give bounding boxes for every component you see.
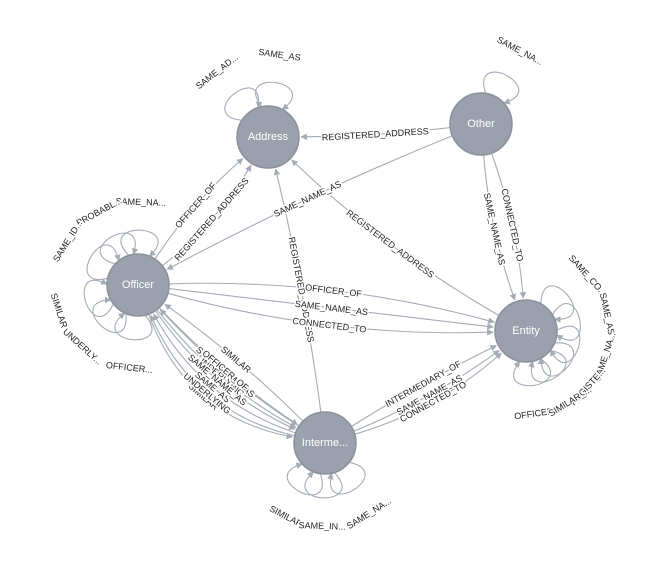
self-loop-entity-same-as[interactable] bbox=[551, 303, 581, 342]
edge-intermediary-officer-similar[interactable] bbox=[164, 303, 304, 422]
edge-label-officer-entity-connected-to: CONNECTED_TO bbox=[292, 316, 367, 335]
node-officer-circle[interactable] bbox=[106, 253, 170, 317]
edge-intermediary-officer-underlying[interactable] bbox=[150, 314, 295, 437]
node-officer-label: Officer bbox=[122, 279, 155, 291]
nodes-layer: Address OtherOfficerEntityInterme... bbox=[106, 92, 558, 475]
self-loop-officer-probabl[interactable] bbox=[99, 232, 139, 265]
node-other[interactable]: Other bbox=[449, 92, 513, 156]
node-entity-label: Entity bbox=[512, 325, 540, 337]
edge-officer-intermediary-underlying[interactable] bbox=[156, 309, 297, 428]
self-loop-entity-officer[interactable] bbox=[513, 358, 551, 387]
edge-intermediary-officer-same-as[interactable] bbox=[153, 313, 296, 434]
self-loop-officer-officer[interactable] bbox=[114, 312, 153, 341]
edge-entity-address-registered-address[interactable] bbox=[291, 159, 500, 317]
edge-officer-address-officer-of[interactable] bbox=[154, 158, 244, 260]
self-loop-label-entity-similar: SIMILAR_... bbox=[547, 384, 593, 418]
edge-other-address-registered-address[interactable] bbox=[300, 127, 451, 141]
self-loop-label-entity-same-co: SAME_CO... bbox=[567, 253, 609, 298]
edge-officer-address-registered-address[interactable] bbox=[161, 164, 252, 267]
edge-label-other-address-registered-address: REGISTERED_ADDRESS bbox=[322, 126, 429, 143]
edge-other-officer-same-name-as[interactable] bbox=[166, 135, 453, 270]
self-loop-label-intermediary-same-na: SAME_NA... bbox=[345, 496, 393, 531]
self-loop-label-intermediary-same-in: SAME_IN... bbox=[298, 520, 345, 532]
self-loop-entity-registe[interactable] bbox=[537, 342, 575, 377]
edge-intermediary-entity-same-name-as[interactable] bbox=[353, 349, 500, 432]
node-intermediary[interactable]: Interme... bbox=[293, 411, 357, 475]
edge-intermediary-address-registered-address[interactable] bbox=[273, 168, 322, 413]
node-entity-circle[interactable] bbox=[494, 299, 558, 363]
self-loop-label-address-same-as: SAME_AS bbox=[258, 47, 302, 63]
self-loop-entity-same-co[interactable] bbox=[540, 285, 575, 323]
self-loop-label-officer-officer: OFFICER... bbox=[105, 360, 153, 375]
self-loop-intermediary-same-na[interactable] bbox=[327, 461, 366, 495]
self-loop-officer-underly[interactable] bbox=[92, 296, 127, 334]
self-loop-label-officer-similar: SIMILAR bbox=[49, 292, 70, 330]
edge-other-entity-connected-to[interactable] bbox=[490, 153, 527, 299]
edge-intermediary-officer-same-name-as[interactable] bbox=[159, 308, 300, 427]
self-loop-address-same-as[interactable] bbox=[255, 81, 293, 110]
edge-label-officer-entity-officer-of: OFFICER_OF bbox=[305, 282, 363, 299]
self-loop-entity-similar[interactable] bbox=[528, 349, 567, 383]
self-loop-label-intermediary-same-in-halo: SAME_IN... bbox=[298, 520, 345, 532]
self-loop-label-officer-same-na: SAME_NA... bbox=[115, 196, 166, 208]
node-address-circle[interactable] bbox=[236, 105, 300, 169]
node-other-label: Other bbox=[467, 118, 495, 130]
self-loop-entity-same-na[interactable] bbox=[550, 325, 581, 364]
self-loop-address-same-ad[interactable] bbox=[224, 87, 263, 121]
edge-officer-intermediary-officer-of[interactable] bbox=[158, 307, 299, 426]
edge-officer-entity-officer-of[interactable] bbox=[168, 282, 495, 324]
edge-officer-intermediary-similar[interactable] bbox=[148, 313, 294, 440]
self-loop-label-officer-same-id: SAME_ID... bbox=[51, 218, 84, 263]
edge-intermediary-entity-intermediary-of[interactable] bbox=[351, 345, 497, 427]
edge-officer-entity-same-name-as[interactable] bbox=[168, 288, 494, 330]
self-loop-officer-same-na[interactable] bbox=[120, 229, 159, 257]
relationships-layer bbox=[83, 71, 581, 499]
edge-officer-intermediary-same-name-as[interactable] bbox=[155, 310, 296, 430]
self-loop-label-officer-underly: UNDERLY... bbox=[61, 327, 104, 367]
edge-other-entity-same-name-as[interactable] bbox=[483, 154, 516, 301]
self-loop-intermediary-similar[interactable] bbox=[286, 462, 323, 496]
self-loop-label-address-same-ad: SAME_AD... bbox=[194, 52, 240, 91]
node-address-label: Address bbox=[248, 131, 289, 143]
node-intermediary-circle[interactable] bbox=[293, 411, 357, 475]
edge-label-entity-address-registered-address: REGISTERED_ADDRESS bbox=[344, 208, 436, 280]
node-intermediary-label: Interme... bbox=[302, 437, 348, 449]
self-loop-other-same-na[interactable] bbox=[483, 71, 520, 105]
self-loop-intermediary-same-in[interactable] bbox=[304, 471, 343, 499]
node-entity[interactable]: Entity bbox=[494, 299, 558, 363]
edge-officer-entity-connected-to[interactable] bbox=[167, 292, 494, 336]
self-loop-label-other-same-na: SAME_NA... bbox=[495, 34, 544, 67]
node-other-circle[interactable] bbox=[449, 92, 513, 156]
self-loop-label-officer-same-na-halo: SAME_NA... bbox=[115, 196, 166, 208]
self-loop-officer-same-id[interactable] bbox=[86, 244, 121, 281]
self-loop-officer-similar[interactable] bbox=[83, 278, 114, 318]
node-officer[interactable]: Officer bbox=[106, 253, 170, 317]
edge-intermediary-entity-connected-to[interactable] bbox=[354, 352, 502, 435]
self-loop-label-entity-same-as: SAME_AS bbox=[598, 292, 617, 336]
node-address[interactable]: Address bbox=[236, 105, 300, 169]
